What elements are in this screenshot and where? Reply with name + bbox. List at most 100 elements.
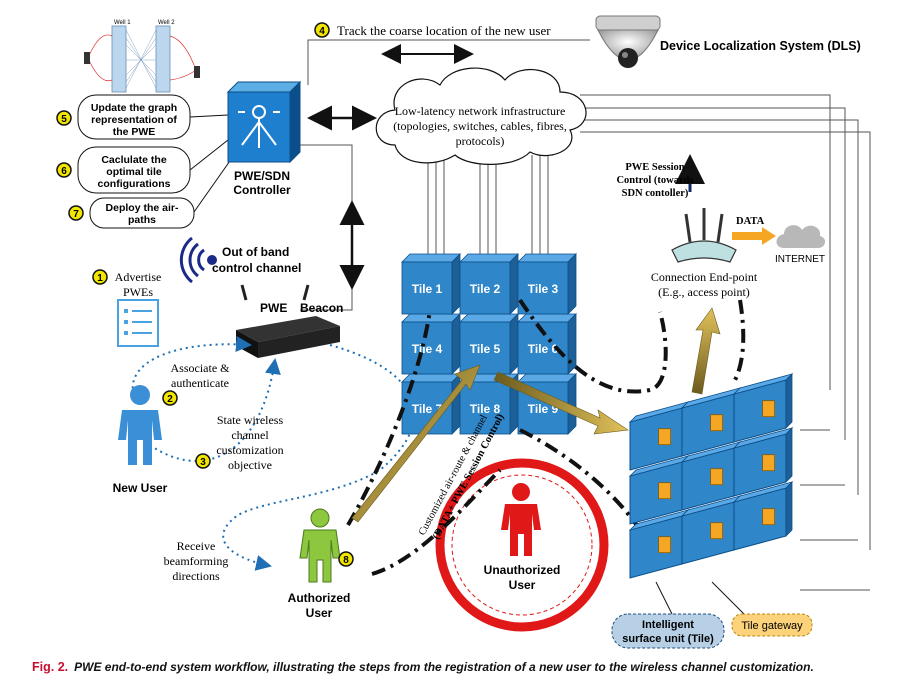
caption-text: PWE end-to-end system workflow, illustra… [74, 660, 814, 674]
backbone-wires [300, 39, 871, 591]
surface-tile [628, 509, 690, 579]
tile-label: Tile 7 [412, 402, 443, 416]
well-1-label: Well 1 [114, 20, 131, 26]
gateway-callout-line [711, 581, 745, 615]
step-line: optimal tile [106, 166, 162, 178]
internet-label: INTERNET [775, 254, 825, 265]
network-label: (topologies, switches, cables, fibres, [393, 119, 567, 133]
surface-unit-callout: Intelligent surface unit (Tile) [611, 613, 725, 649]
tile-4: Tile 4 [401, 313, 461, 375]
tile-gateway-icon [658, 428, 671, 446]
tile-gateway-icon [658, 482, 671, 500]
unauthorized-user-label: Unauthorized [484, 563, 561, 577]
receive-label: beamforming [164, 554, 229, 568]
controller-label: Controller [233, 183, 291, 197]
step-bubble [89, 197, 195, 229]
step-badge [92, 269, 108, 285]
tile-label: Tile 9 [528, 402, 559, 416]
network-cloud: Low-latency network infrastructure (topo… [375, 67, 587, 165]
tile-grid: Tile 7 Tile 8 Tile 9 Tile 4 Tile 5 Tile 6 Tile… [401, 253, 577, 435]
step-badge [68, 205, 84, 221]
unauthorized-user-label: User [509, 578, 536, 592]
surface-tile [680, 441, 742, 511]
step-line: Associate & [171, 361, 231, 375]
tile-gateway-icon [710, 414, 723, 432]
tile-gateway-icon [710, 522, 723, 540]
authorized-user-icon [299, 508, 341, 583]
wells-graph-thumbnail: Well 1 Well 2 [84, 20, 200, 93]
intelligent-surface-panel [628, 373, 794, 579]
step-6: 6 Caclulate the optimal tile configurati… [56, 146, 191, 194]
tile-gateway-icon [762, 454, 775, 472]
wireless-signal-icon [179, 236, 217, 284]
tile-label: Tile 5 [470, 342, 501, 356]
access-point-icon [671, 208, 737, 263]
tile-label: Tile 2 [470, 282, 501, 296]
surface-tile [732, 427, 794, 497]
step-number: 8 [343, 555, 349, 566]
step-3: State wireless channel customization obj… [195, 413, 284, 472]
step-line: State wireless [217, 413, 284, 427]
beacon-router-icon [236, 284, 340, 358]
step-7: 7 Deploy the air- paths [68, 197, 195, 229]
step-line: objective [228, 458, 272, 472]
document-icon [117, 299, 159, 347]
new-user-icon [118, 385, 162, 465]
unauthorized-user-icon [501, 483, 541, 556]
step-5: 5 Update the graph representation of the… [56, 94, 191, 140]
tile-gateway-icon [658, 536, 671, 554]
step-label: Track the coarse location of the new use… [337, 23, 551, 38]
step-badge [162, 390, 178, 406]
tile-gateway-callout: Tile gateway [731, 613, 813, 637]
step-connectors [189, 114, 233, 213]
step-line: Update the graph [91, 102, 177, 114]
tile-label: Tile 6 [528, 342, 559, 356]
step-number: 3 [200, 457, 206, 468]
oob-label: control channel [212, 261, 301, 275]
dls-camera-icon [595, 15, 661, 68]
step-badge [195, 453, 211, 469]
network-label: Low-latency network infrastructure [395, 104, 566, 118]
receive-label: Receive [177, 539, 216, 553]
golden-route-arrows [351, 307, 721, 523]
step-line: paths [128, 214, 156, 226]
step-badge [338, 551, 354, 567]
step-badge [314, 22, 330, 38]
surface-tile [732, 481, 794, 551]
step-number: 5 [61, 114, 67, 125]
internet-cloud-icon [776, 225, 826, 248]
step-line: configurations [98, 178, 171, 190]
new-user-label: New User [113, 481, 168, 495]
dls-label: Device Localization System (DLS) [660, 39, 861, 53]
beacon-pwe-label: PWE [260, 301, 287, 315]
step-4: 4 Track the coarse location of the new u… [314, 22, 551, 64]
tile-label: Tile 4 [412, 342, 443, 356]
controller-label: PWE/SDN [234, 169, 290, 183]
step-badge [56, 162, 72, 178]
oob-label: Out of band [222, 245, 289, 259]
session-label: SDN contoller) [622, 188, 689, 199]
tile-gateway-icon [710, 468, 723, 486]
well-2-label: Well 2 [158, 20, 175, 26]
tile-label: Tile 8 [470, 402, 501, 416]
step-line: the PWE [113, 126, 156, 138]
authorized-user-label: Authorized [288, 591, 351, 605]
tile-1: Tile 1 [401, 253, 461, 315]
step-number: 7 [73, 209, 79, 220]
authorized-user-label: User [306, 606, 333, 620]
network-label: protocols) [456, 134, 505, 148]
data-arrow [732, 227, 776, 245]
tile-3: Tile 3 [517, 253, 577, 315]
tile-gateway-icon [762, 400, 775, 418]
tile-5: Tile 5 [459, 313, 519, 375]
beacon-label: Beacon [300, 301, 343, 315]
step-number: 4 [319, 26, 325, 37]
step-2: Associate & authenticate 2 [162, 361, 231, 406]
step-line: representation of [91, 114, 177, 126]
unauthorized-zone [435, 458, 609, 632]
step-line: PWEs [123, 285, 153, 299]
step-line: Caclulate the [101, 154, 167, 166]
session-label: PWE Session [625, 162, 684, 173]
step-1: 1 Advertise PWEs [92, 269, 161, 299]
